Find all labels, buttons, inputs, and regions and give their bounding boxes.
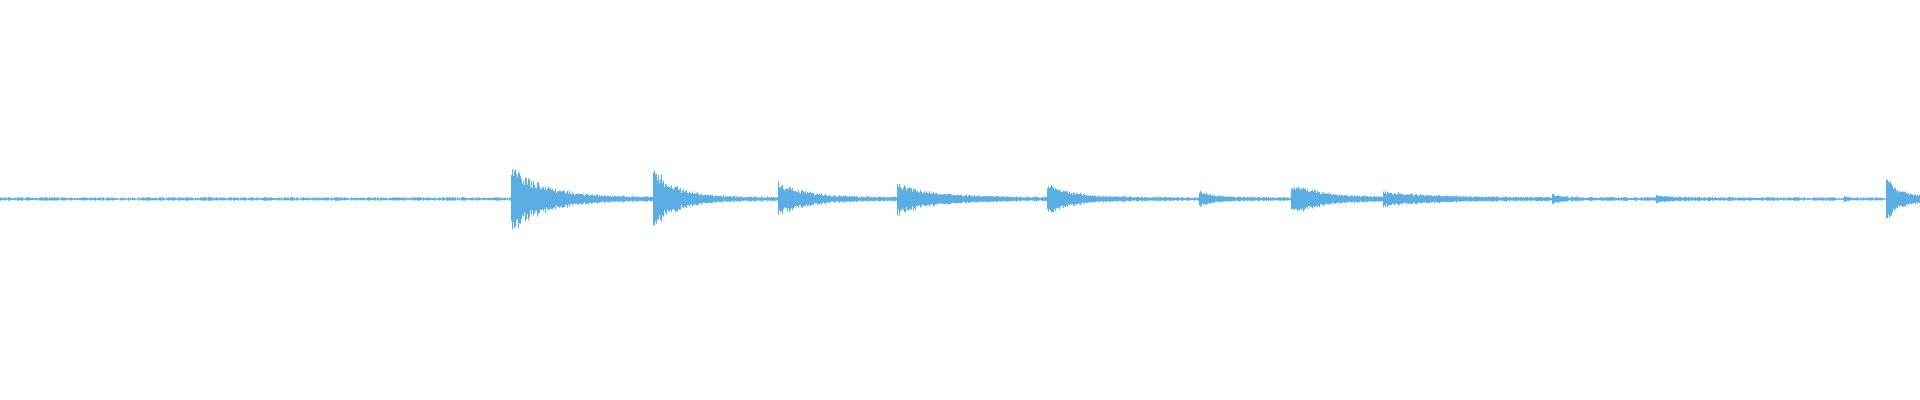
waveform-samples: [0, 168, 1920, 230]
waveform-signal: [0, 168, 1920, 230]
